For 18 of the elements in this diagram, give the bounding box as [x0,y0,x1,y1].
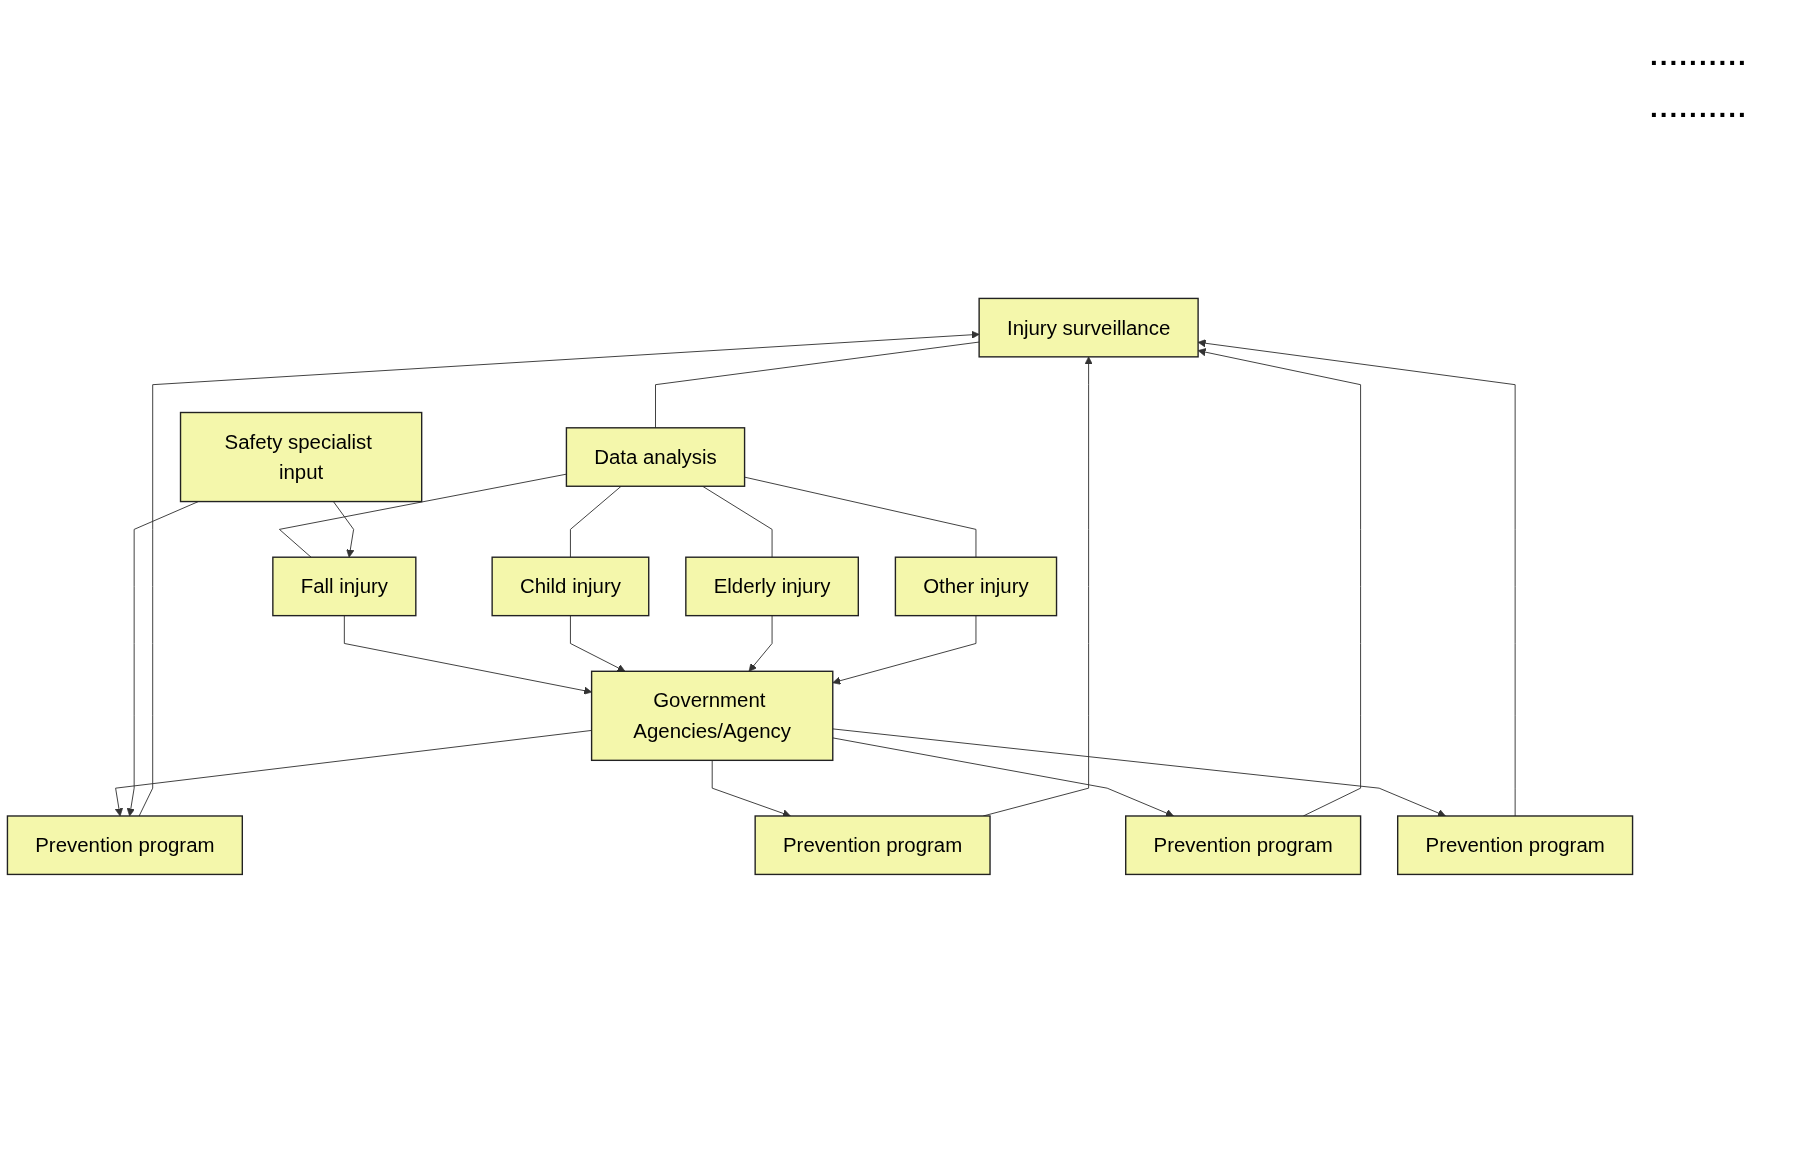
node-box: Prevention program [754,815,991,876]
connector [702,485,773,558]
node-box: Other injury [894,556,1058,617]
node-box: Prevention program [6,815,243,876]
node-box: Injury surveillance [978,297,1199,358]
node-box: Safety specialist input [179,411,423,503]
ellipsis-text: .......... [1650,40,1749,72]
node-box: Fall injury [272,556,417,617]
node-box: Prevention program [1397,815,1634,876]
node-box: Government Agencies/Agency [590,670,834,762]
ellipsis-text: .......... [1650,92,1749,124]
connector [569,485,622,558]
node-box: Data analysis [565,427,746,488]
connector [744,476,977,558]
node-box: Prevention program [1125,815,1362,876]
node-box: Child injury [491,556,650,617]
node-box: Elderly injury [685,556,859,617]
connector [655,341,980,429]
